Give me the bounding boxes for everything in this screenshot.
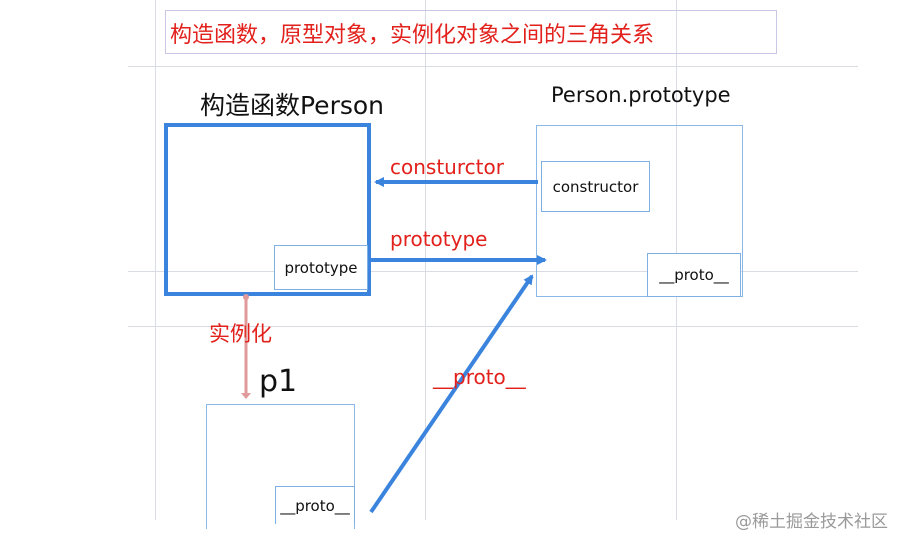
- prototype-edge-label: prototype: [390, 227, 488, 251]
- grid-line-v1: [155, 0, 156, 520]
- proto-edge-label: __proto__: [433, 365, 526, 389]
- instance-box: [206, 404, 355, 529]
- prototype-object-box: [536, 125, 743, 297]
- instantiate-end-tip: [241, 393, 251, 399]
- consturctor-edge-label: consturctor: [390, 155, 504, 179]
- prototype-proto-field: __proto__: [647, 253, 741, 297]
- instance-heading: p1: [259, 364, 298, 399]
- title-box: [165, 10, 777, 54]
- instantiate-start-dot: [243, 294, 249, 300]
- prototype-constructor-field: constructor: [541, 161, 650, 212]
- instantiate-edge-label: 实例化: [209, 322, 272, 346]
- instance-proto-field: __proto__: [275, 486, 355, 524]
- grid-line-h3: [128, 326, 858, 327]
- constructor-heading: 构造函数Person: [200, 91, 385, 120]
- diagram-title: 构造函数，原型对象，实例化对象之间的三角关系: [170, 23, 655, 48]
- watermark: @稀土掘金技术社区: [735, 512, 888, 532]
- grid-line-h2: [128, 271, 858, 272]
- grid-line-h1: [128, 66, 858, 67]
- constructor-box: [164, 123, 371, 296]
- proto-arrow: [369, 274, 534, 514]
- constructor-prototype-field: prototype: [274, 245, 368, 290]
- prototype-object-heading: Person.prototype: [551, 83, 731, 107]
